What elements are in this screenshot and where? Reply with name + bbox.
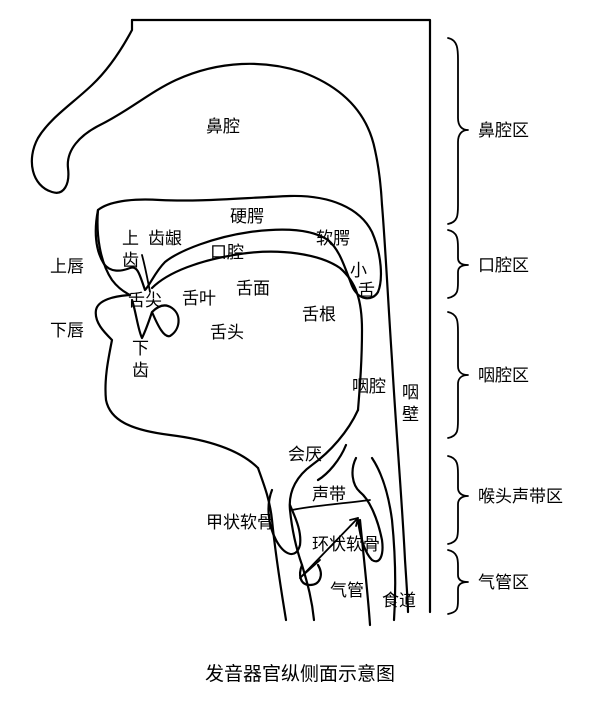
- esophagus-line: [358, 518, 372, 627]
- label-soft-palate: 软腭: [316, 229, 350, 249]
- label-vocal-cords: 声带: [312, 485, 346, 505]
- lower-teeth-outline: [130, 298, 180, 340]
- label-lower-lip: 下唇: [50, 321, 84, 341]
- cricoid-cartilage-outline: [299, 563, 322, 587]
- bracket-oral: [447, 229, 469, 299]
- label-thyroid-cartilage: 甲状软骨: [206, 513, 274, 533]
- bracket-laryngeal: [447, 455, 469, 545]
- region-label-tracheal: 气管区: [478, 573, 529, 593]
- region-brackets: [447, 37, 469, 615]
- lower-lip-outline: [94, 293, 260, 470]
- trachea-back-line: [370, 456, 397, 622]
- region-label-nasal: 鼻腔区: [478, 121, 529, 141]
- epiglottis-outline: [288, 408, 360, 512]
- label-cricoid-cartilage: 环状软骨: [312, 535, 380, 555]
- label-hard-palate: 硬腭: [230, 207, 264, 227]
- label-tongue-blade: 舌叶: [182, 289, 216, 309]
- region-label-pharyngeal: 咽腔区: [478, 366, 529, 386]
- label-epiglottis: 会厌: [288, 445, 322, 465]
- label-tongue-root: 舌根: [302, 305, 336, 325]
- bracket-pharyngeal: [447, 311, 469, 439]
- pharyngeal-wall-line: [380, 203, 410, 614]
- region-label-laryngeal: 喉头声带区: [478, 487, 563, 507]
- anatomy-labels: 鼻腔 硬腭 上 齿 齿龈 软腭 上唇 口腔 小 舌 舌尖 舌叶 舌面 下唇 舌根…: [50, 117, 419, 611]
- label-lower-teeth-1: 下: [132, 339, 149, 359]
- thyroid-cartilage-outline: [267, 488, 302, 556]
- label-tongue-body: 舌头: [210, 323, 244, 343]
- bracket-tracheal: [447, 549, 469, 615]
- vocal-cord-arrow: [299, 517, 359, 579]
- label-nasal-cavity: 鼻腔: [206, 117, 240, 137]
- label-pharynx: 咽腔: [352, 377, 386, 397]
- neck-front-line: [256, 466, 288, 622]
- label-pharyngeal-wall-2: 壁: [402, 405, 419, 425]
- figure-caption: 发音器官纵侧面示意图: [205, 663, 395, 685]
- posterior-wall-line: [130, 18, 432, 614]
- tongue-surface-line: [150, 250, 364, 412]
- region-labels: 鼻腔区 口腔区 咽腔区 喉头声带区 气管区: [478, 121, 563, 593]
- label-uvula-2: 舌: [358, 281, 375, 301]
- label-trachea: 气管: [330, 581, 364, 601]
- region-label-oral: 口腔区: [478, 256, 529, 276]
- palate-outline: [94, 194, 383, 300]
- arytenoid-outline: [351, 456, 384, 563]
- label-lower-teeth-2: 齿: [132, 361, 149, 381]
- label-upper-teeth-1: 上: [122, 229, 139, 249]
- label-uvula-1: 小: [350, 261, 367, 281]
- upper-lip-outline: [96, 208, 132, 297]
- label-tongue-tip: 舌尖: [128, 291, 162, 311]
- label-pharyngeal-wall-1: 咽: [402, 383, 419, 403]
- cricoid-arrow: [299, 559, 321, 579]
- vocal-cord-arrowhead: [349, 517, 359, 527]
- anatomy-outlines: [30, 18, 432, 627]
- label-upper-teeth-2: 齿: [122, 251, 139, 271]
- vocal-cord-line: [291, 499, 371, 511]
- label-esophagus: 食道: [382, 591, 416, 611]
- label-oral-cavity: 口腔: [210, 243, 244, 263]
- bracket-nasal: [447, 37, 469, 225]
- upper-teeth-outline: [141, 254, 151, 293]
- nasal-cavity-outline: [30, 18, 384, 207]
- label-alveolar-ridge: 齿龈: [148, 229, 182, 249]
- label-tongue-surface: 舌面: [236, 279, 270, 299]
- label-upper-lip: 上唇: [50, 257, 84, 277]
